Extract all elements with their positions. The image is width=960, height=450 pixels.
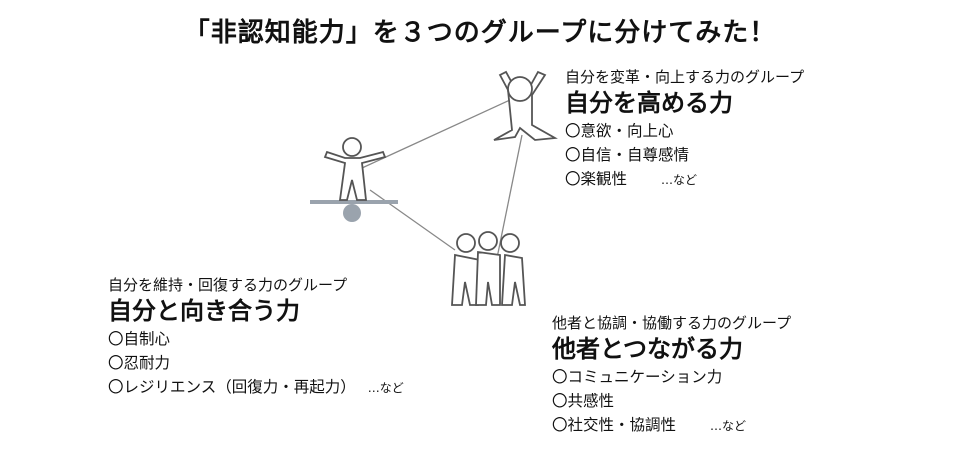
list-item: 〇自信・自尊感情: [565, 146, 690, 164]
list-item: 〇レジリエンス（回復力・再起力）…など: [108, 378, 404, 396]
group-subtitle: 自分を維持・回復する力のグループ: [108, 276, 348, 294]
team-people-icon: [451, 231, 526, 306]
balancing-person-icon: [310, 137, 398, 222]
list-item: 〇意欲・向上心: [565, 122, 674, 140]
etc-note: …など: [367, 381, 404, 395]
group-subtitle: 他者と協調・協働する力のグループ: [552, 314, 792, 332]
list-item: 〇社交性・協調性…など: [552, 416, 747, 434]
group-self-improvement: 自分を変革・向上する力のグループ 自分を高める力 〇意欲・向上心 〇自信・自尊感…: [565, 67, 804, 192]
list-item: 〇忍耐力: [108, 354, 171, 372]
group-connection: 他者と協調・協働する力のグループ 他者とつながる力 〇コミュニケーション力 〇共…: [552, 313, 791, 438]
list-item: 〇楽観性…など: [565, 170, 698, 188]
group-self-reflection: 自分を維持・回復する力のグループ 自分と向き合う力 〇自制心 〇忍耐力 〇レジリ…: [108, 275, 404, 400]
list-item: 〇自制心: [108, 330, 171, 348]
etc-note: …など: [661, 173, 698, 187]
group-heading: 自分と向き合う力: [108, 297, 300, 325]
page-title: 「非認知能力」を３つのグループに分けてみた！: [183, 18, 777, 48]
etc-note: …など: [710, 419, 747, 433]
jumping-person-icon: [493, 70, 558, 141]
list-item: 〇コミュニケーション力: [552, 368, 723, 386]
connector-line: [369, 189, 456, 251]
connector-line: [361, 99, 511, 169]
group-heading: 自分を高める力: [565, 89, 733, 117]
group-heading: 他者とつながる力: [552, 335, 744, 363]
group-subtitle: 自分を変革・向上する力のグループ: [565, 68, 805, 86]
list-item: 〇共感性: [552, 392, 615, 410]
connector-line: [496, 134, 523, 259]
